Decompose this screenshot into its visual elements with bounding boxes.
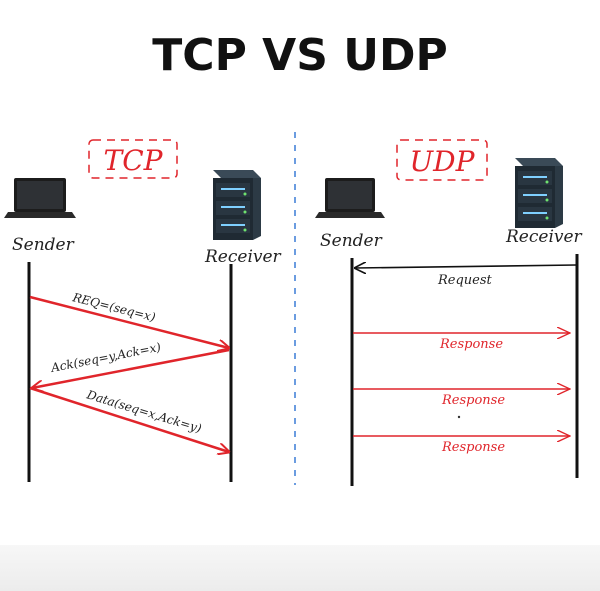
server-icon: [515, 158, 563, 228]
udp-response-label: Response: [441, 440, 505, 455]
udp-label: UDP: [410, 145, 476, 178]
tcp-receiver-label: Receiver: [204, 247, 282, 267]
tcp-label-box: TCP: [88, 139, 178, 179]
udp-request-arrow: [355, 265, 577, 268]
page-title: TCP VS UDP: [152, 30, 448, 81]
laptop-icon: [4, 178, 76, 218]
udp-response-label: Response: [439, 337, 503, 352]
server-icon: [213, 170, 261, 240]
udp-receiver-label: Receiver: [505, 227, 583, 247]
tcp-req-arrow: [29, 295, 229, 348]
udp-response-label: Response: [441, 393, 505, 408]
tcp-ack-label: Ack(seq=y,Ack=x): [49, 340, 162, 375]
udp-label-box: UDP: [396, 139, 488, 181]
udp-sender-label: Sender: [320, 231, 383, 251]
tcp-data-arrow: [29, 386, 229, 452]
tcp-sender-label: Sender: [12, 235, 75, 255]
tcp-label: TCP: [104, 144, 164, 177]
tcp-ack-arrow: [32, 348, 230, 388]
udp-request-label: Request: [437, 273, 493, 288]
dot-mark: [457, 415, 461, 419]
laptop-icon: [315, 178, 385, 218]
bottom-band: [0, 545, 600, 591]
